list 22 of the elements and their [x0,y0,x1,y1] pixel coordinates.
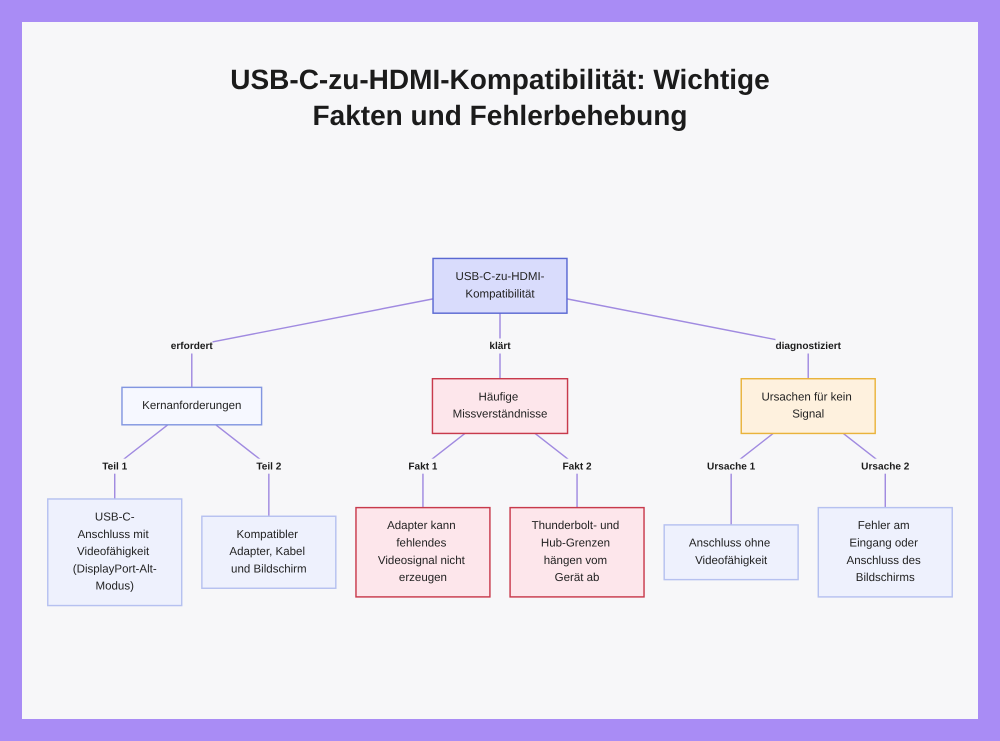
edge-label: Fakt 2 [562,460,592,472]
node-box: Kernanforderungen [121,386,262,426]
edge-label: klärt [489,340,511,352]
edge-label: Teil 2 [256,460,282,472]
edge-label: erfordert [170,340,213,352]
node-box: Thunderbolt- und Hub-Grenzen hängen vom Gerät ab [509,506,645,598]
edge-label: diagnostiziert [775,340,841,352]
node-box: USB-C-Anschluss mit Videofähigkeit (DisplayPort-Alt-Modus) [47,498,182,606]
node-box: Kompatibler Adapter, Kabel und Bildschirm [201,516,337,589]
edge-label: Ursache 1 [707,460,756,472]
diagram-title: USB-C-zu-HDMI-Kompatibilität: Wichtige Fakten und Fehlerbehebung [230,63,770,134]
connector [191,298,434,388]
node-box: USB-C-zu-HDMI-Kompatibilität [432,258,568,314]
edge-label: Teil 1 [102,460,128,472]
edge-label: Fakt 1 [408,460,438,472]
node-box: Adapter kann fehlendes Videosignal nicht erzeugen [355,506,491,598]
node-box: Fehler am Eingang oder Anschluss des Bildschirms [818,506,953,598]
node-box: Häufige Missverständnisse [432,378,568,434]
edge-label: Ursache 2 [861,460,910,472]
node-box: Ursachen für kein Signal [740,378,876,434]
connector [499,313,501,379]
node-box: Anschluss ohne Videofähigkeit [663,524,799,580]
